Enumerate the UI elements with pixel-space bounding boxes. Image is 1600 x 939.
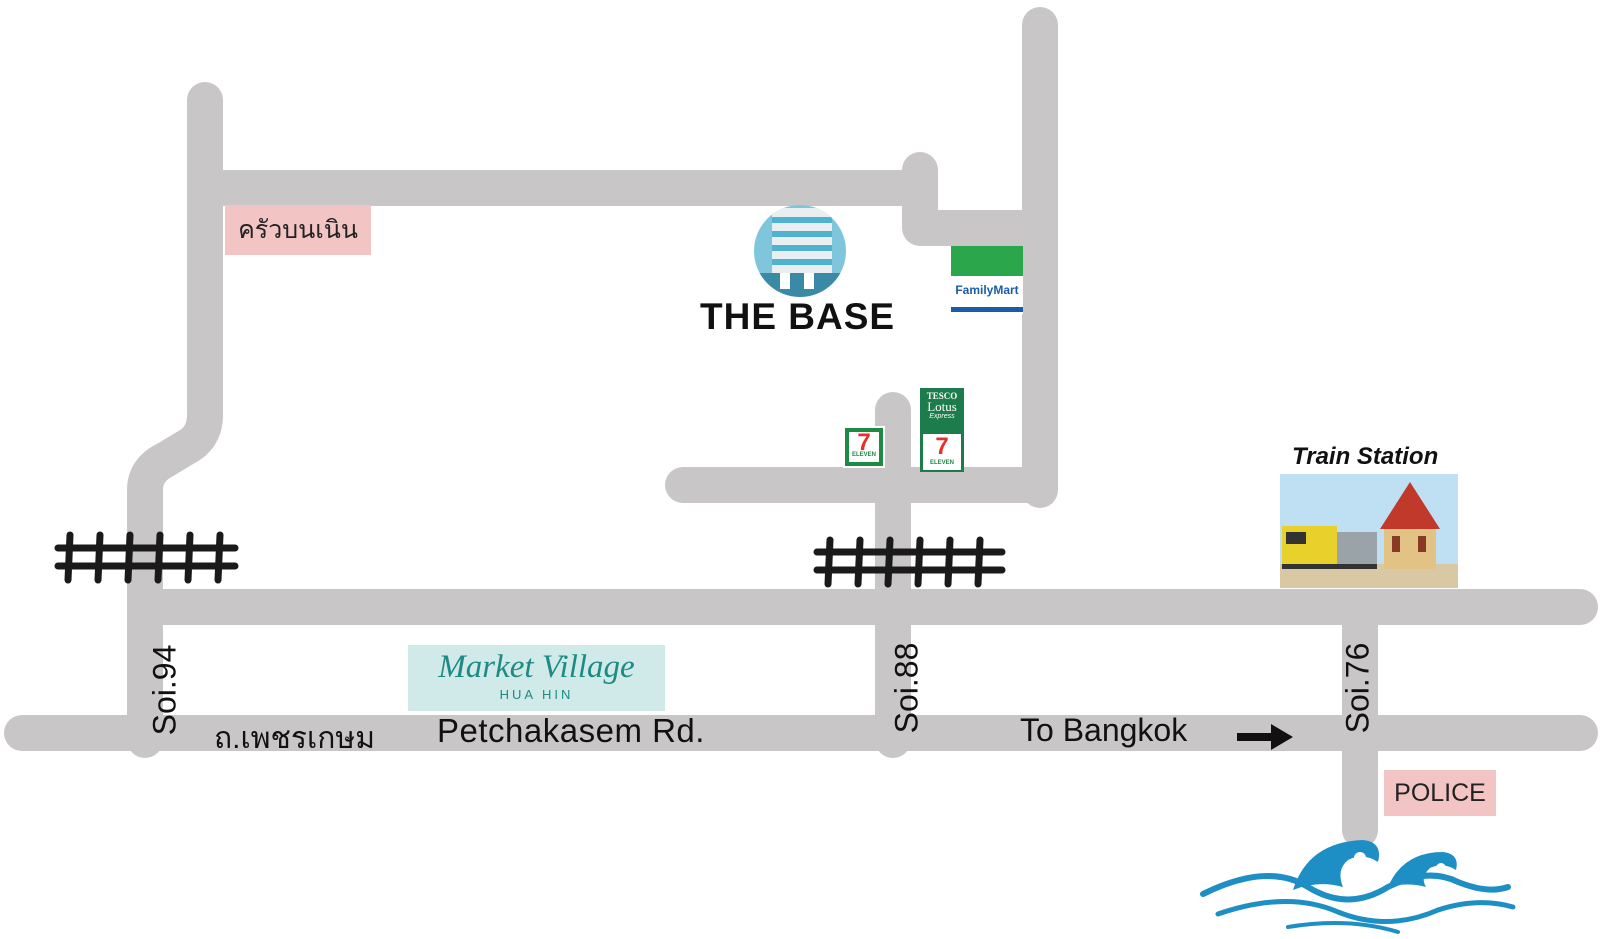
hotel-photo-icon	[754, 205, 846, 297]
seven-eleven-logo: 7 ELEVEN	[843, 426, 885, 468]
train-station-label: Train Station	[1292, 443, 1439, 470]
soi94-label: Soi.94	[146, 644, 183, 736]
familymart-label: FamilyMart	[955, 283, 1019, 297]
market-village-name: Market Village	[438, 649, 635, 685]
soi76-label: Soi.76	[1339, 642, 1376, 734]
main-road-en-label: Petchakasem Rd.	[437, 712, 705, 749]
express-label: Express	[929, 413, 955, 420]
right-arrow-icon	[1237, 724, 1293, 750]
railway-track-icon	[54, 531, 239, 584]
seven-label: ELEVEN	[929, 460, 954, 466]
direction-label: To Bangkok	[1020, 712, 1188, 748]
tesco-label: TESCO	[926, 391, 958, 401]
main-road-thai-label: ถ.เพชรเกษม	[214, 722, 375, 755]
restaurant-label: ครัวบนเนิน	[225, 205, 371, 255]
seven-number: 7	[935, 433, 949, 460]
market-village-logo: Market Village HUA HIN	[408, 645, 665, 711]
lotus-label: Lotus	[927, 399, 957, 414]
soi94-road	[127, 82, 223, 758]
market-village-sub: HUA HIN	[499, 687, 574, 702]
familymart-logo: FamilyMart	[951, 246, 1023, 314]
police-label: POLICE	[1384, 770, 1496, 816]
top-right-road	[902, 170, 1058, 246]
seven-label: ELEVEN	[851, 452, 876, 458]
hotel-name: THE BASE	[700, 296, 896, 337]
wave-icon	[1200, 840, 1516, 934]
railway-track-icon	[813, 536, 1006, 588]
train-station-photo-icon	[1280, 474, 1458, 588]
soi88-label: Soi.88	[888, 642, 925, 734]
seven-number: 7	[857, 429, 871, 456]
tesco-lotus-logo: TESCO Lotus Express 7 ELEVEN	[920, 388, 964, 472]
